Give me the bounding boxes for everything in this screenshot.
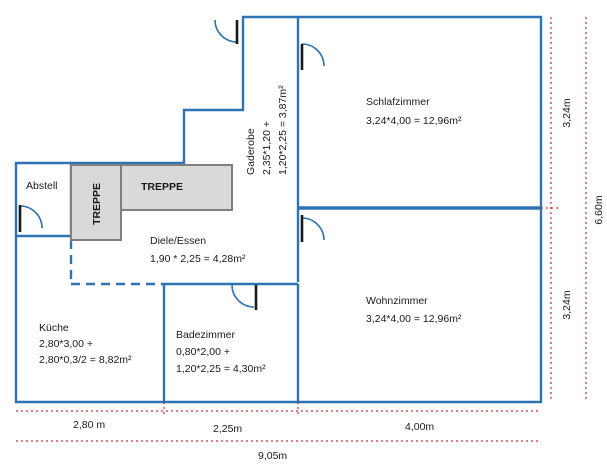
stairs-horizontal <box>120 164 233 211</box>
gaderobe-formula-1: 2,35*1,20 + <box>261 121 273 175</box>
wohnzimmer-formula: 3,24*4,00 = 12,96m² <box>366 313 462 325</box>
badezimmer-formula-2: 1,20*2,25 = 4,30m² <box>176 363 266 375</box>
dim-width-kueche: 2,80 m <box>73 419 105 431</box>
diele-label: Diele/Essen <box>150 235 206 247</box>
door-wohnzimmer <box>300 215 325 242</box>
badezimmer-label: Badezimmer <box>176 329 235 341</box>
schlafzimmer-formula: 3,24*4,00 = 12,96m² <box>366 115 462 127</box>
schlafzimmer-label: Schlafzimmer <box>366 96 430 108</box>
kueche-formula-2: 2,80*0,3/2 = 8,82m² <box>39 354 132 366</box>
dim-width-wohn: 4,00m <box>405 421 434 433</box>
gaderobe-label: Gaderobe <box>245 128 257 175</box>
dim-height-total: 6,60m <box>593 195 605 224</box>
kueche-formula-1: 2,80*3,00 + <box>39 338 93 350</box>
badezimmer-formula-1: 0,80*2,00 + <box>176 346 230 358</box>
stairs-horizontal-label: TREPPE <box>141 181 183 193</box>
kueche-label: Küche <box>39 322 69 334</box>
dim-width-total: 9,05m <box>258 450 287 462</box>
abstell-label: Abstell <box>26 180 58 192</box>
gaderobe-formula-2: 1,20*2,25 = 3,87m² <box>277 85 289 175</box>
stairs-vertical-label: TREPPE <box>91 183 103 225</box>
dim-height-wohn: 3,24m <box>561 290 573 319</box>
diele-formula: 1,90 * 2,25 = 4,28m² <box>150 253 246 265</box>
door-schlafzimmer <box>300 43 325 70</box>
dim-height-schlaf: 3,24m <box>561 98 573 127</box>
gaderobe-label-group: Gaderobe 2,35*1,20 + 1,20*2,25 = 3,87m² <box>245 85 289 175</box>
door-badezimmer <box>231 284 258 310</box>
door-gaderobe-top <box>214 19 239 44</box>
door-abstell <box>18 205 43 232</box>
wohnzimmer-label: Wohnzimmer <box>366 295 428 307</box>
dim-width-bad: 2,25m <box>213 423 242 435</box>
